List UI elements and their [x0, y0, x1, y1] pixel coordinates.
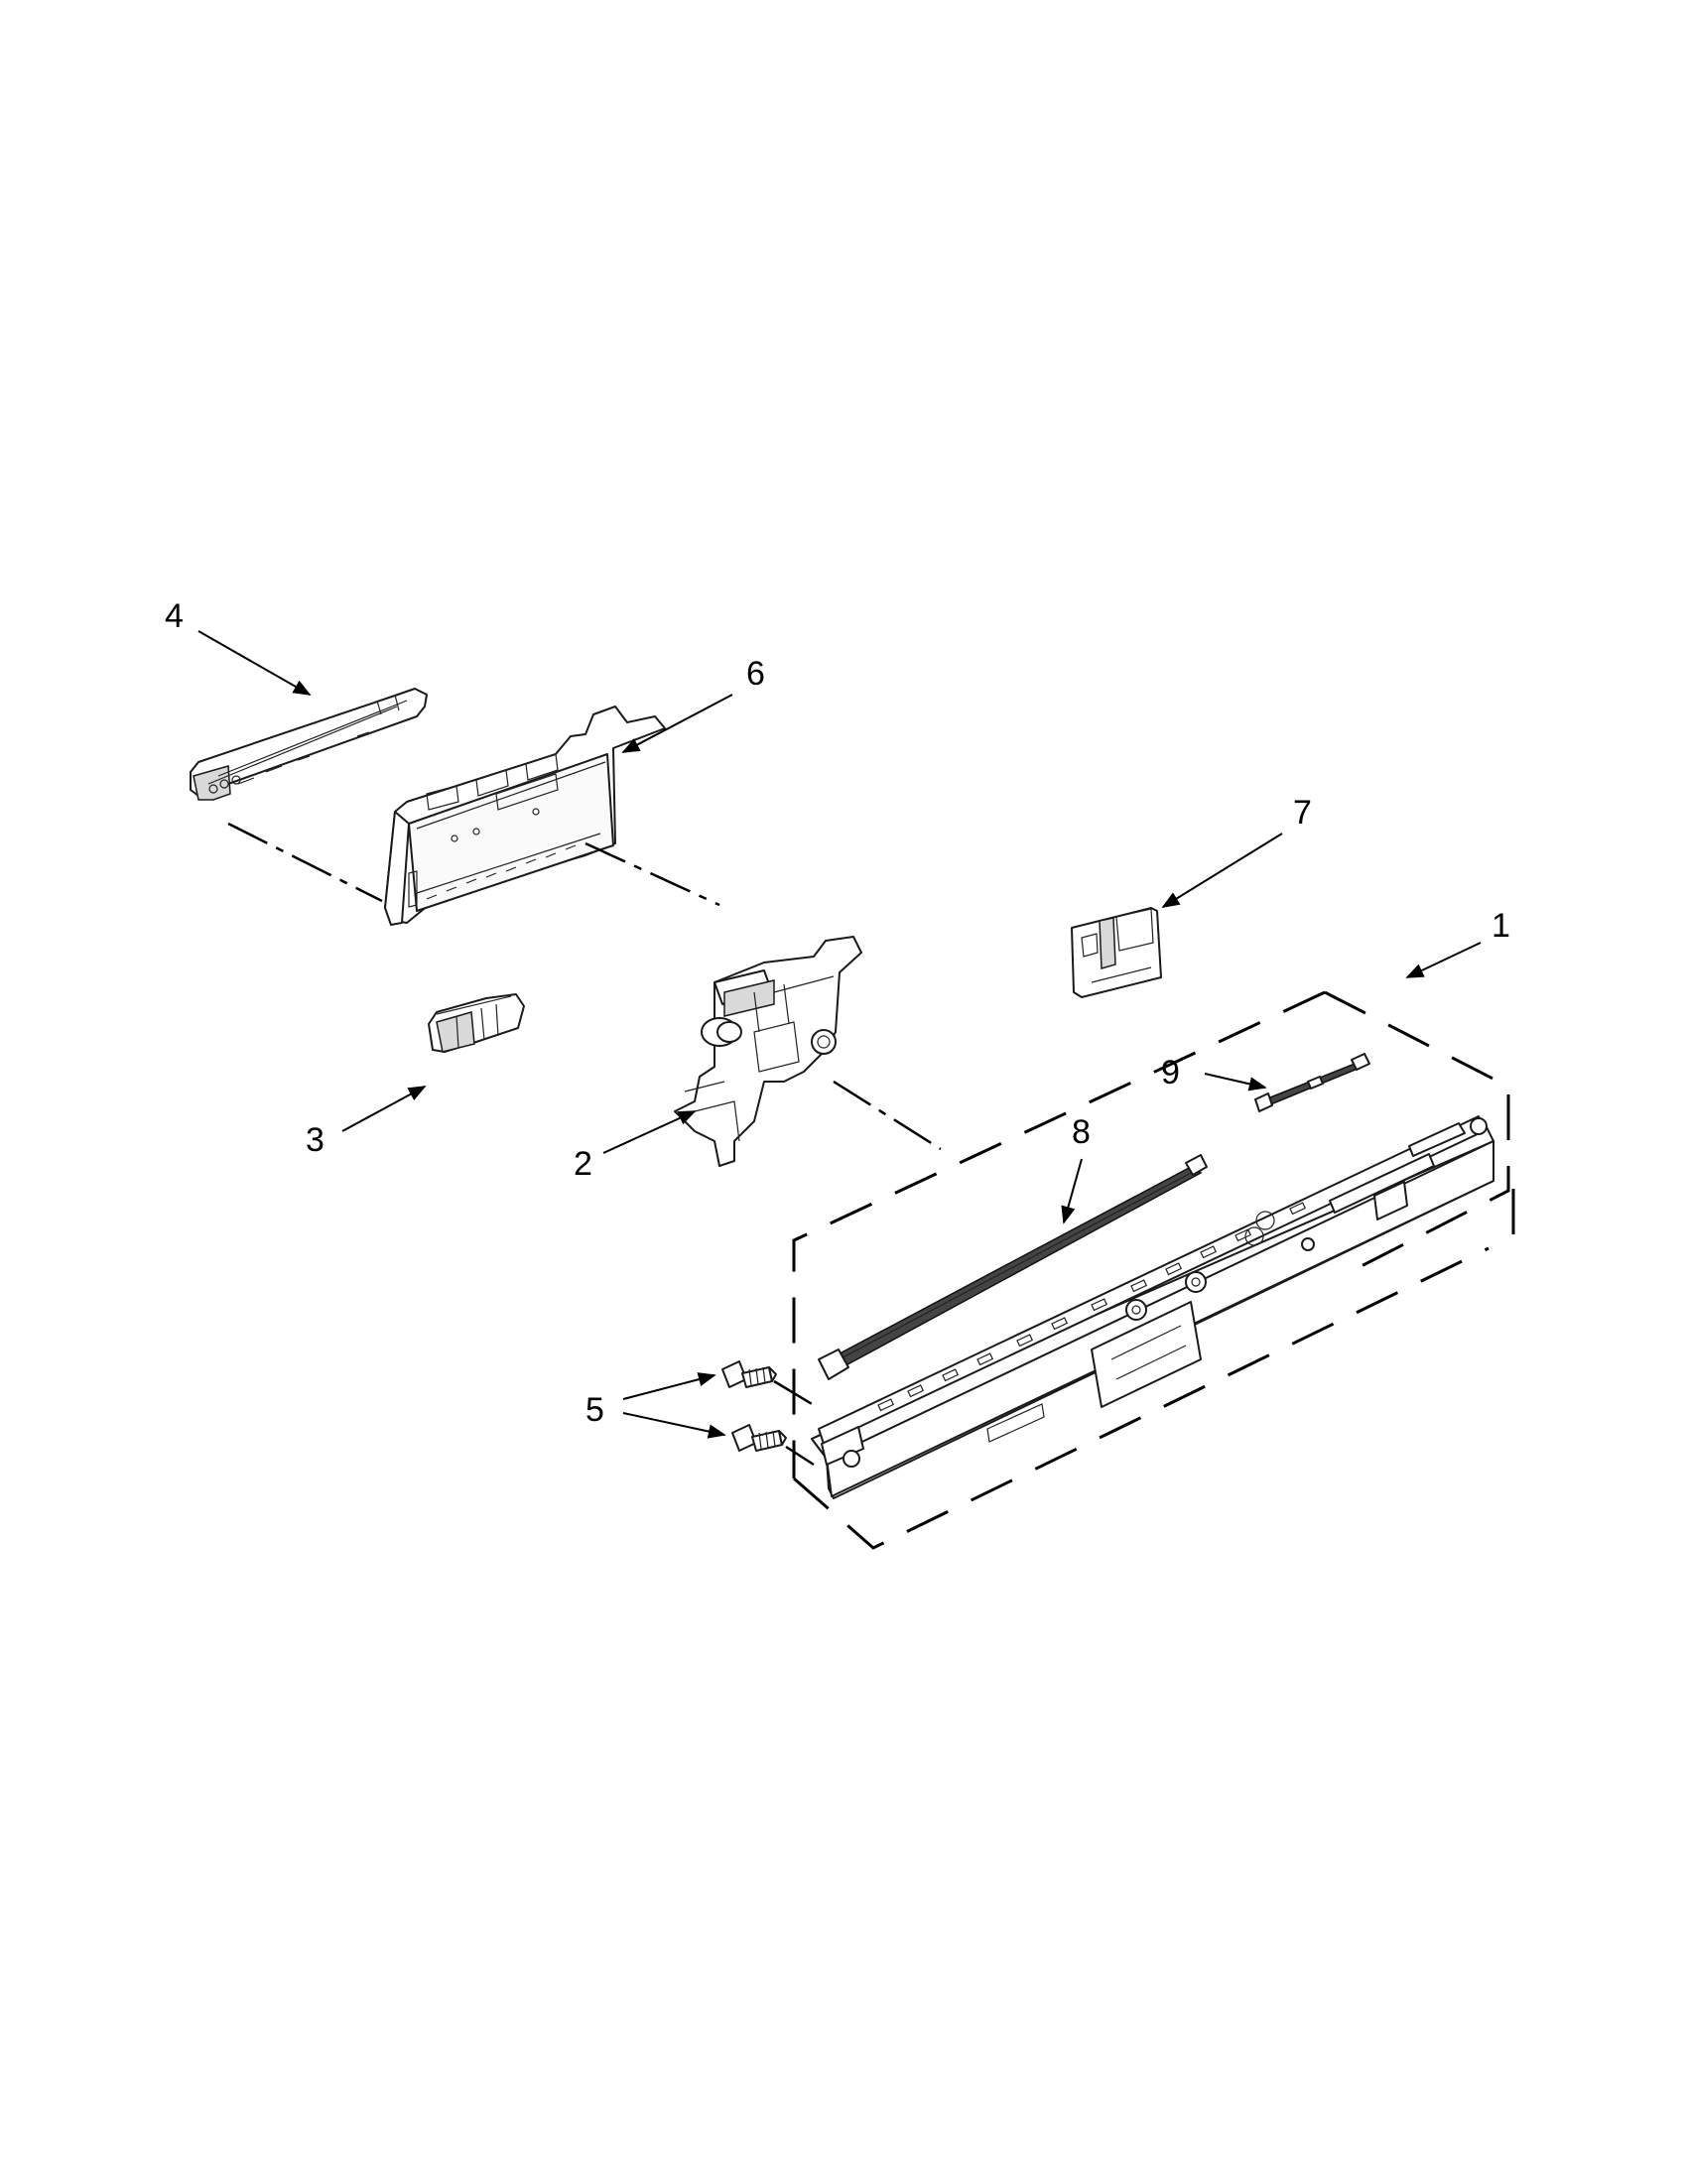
leader-8 [1061, 1158, 1083, 1224]
part-6-control-housing[interactable] [384, 706, 666, 926]
alignment-line-part-4 [227, 822, 383, 903]
leader-5a [622, 1372, 716, 1400]
callout-4: 4 [165, 597, 184, 635]
part-5-screw-upper[interactable] [721, 1360, 777, 1388]
leader-1 [1405, 942, 1482, 978]
leader-2 [602, 1110, 697, 1154]
leader-5b [622, 1412, 726, 1439]
leader-9 [1204, 1073, 1267, 1092]
part-8-ribbon-cable[interactable] [818, 1154, 1208, 1380]
callouts: 4 6 7 1 3 2 9 8 5 [165, 597, 1510, 1429]
callout-1: 1 [1492, 907, 1510, 945]
assembly-1-outline [792, 990, 1515, 1550]
alignment-line-part-2 [833, 1080, 942, 1151]
part-9-wire-harness[interactable] [1254, 1053, 1370, 1112]
part-5-screw-lower[interactable] [731, 1424, 787, 1452]
part-1-control-panel[interactable] [811, 1115, 1494, 1499]
leader-3 [341, 1086, 427, 1132]
part-4-rail-bracket[interactable] [190, 688, 428, 801]
callout-8: 8 [1072, 1113, 1091, 1151]
leader-lines [197, 630, 1482, 1439]
alignment-line-part-5-lower [785, 1445, 815, 1467]
callout-5: 5 [585, 1391, 604, 1429]
callout-9: 9 [1161, 1054, 1180, 1092]
part-7-cover-plate[interactable] [1071, 907, 1162, 998]
callout-6: 6 [746, 655, 765, 693]
callout-7: 7 [1293, 794, 1312, 832]
callout-3: 3 [306, 1121, 324, 1159]
leader-4 [197, 630, 312, 696]
leader-6 [621, 694, 733, 753]
alignment-line-part-6 [584, 841, 720, 907]
part-2-diverter-assembly[interactable] [674, 936, 862, 1167]
leader-7 [1161, 833, 1283, 908]
part-3-clip[interactable] [428, 993, 525, 1053]
callout-2: 2 [574, 1145, 592, 1183]
